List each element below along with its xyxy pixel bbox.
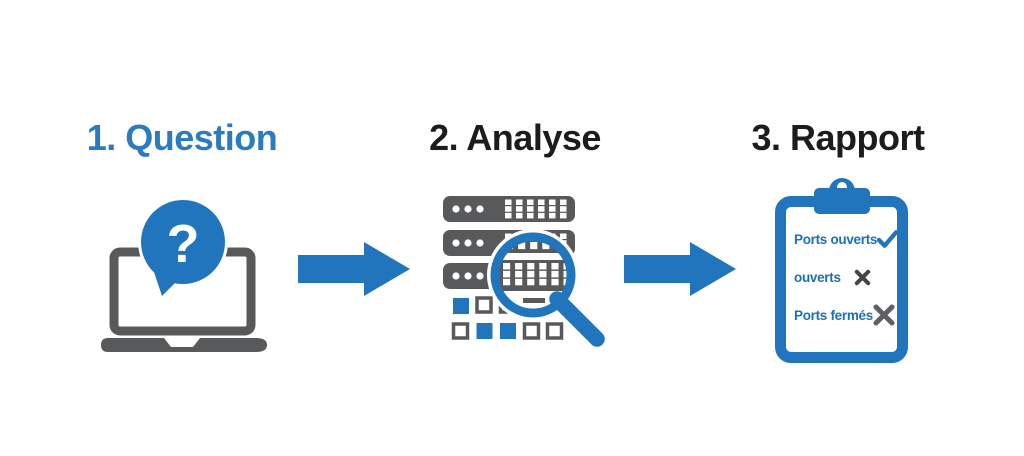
laptop-question-icon: ? bbox=[101, 197, 267, 352]
clipboard-checklist: Ports ouverts ouverts Ports fermés bbox=[786, 207, 899, 352]
cross-icon bbox=[873, 304, 895, 326]
cross-icon bbox=[854, 269, 871, 285]
arrow-right-icon-1 bbox=[298, 242, 410, 296]
checklist-item-label: Ports fermés bbox=[794, 307, 873, 323]
step-title-analyse: 2. Analyse bbox=[429, 117, 601, 158]
clipboard-report-icon: Ports ouverts ouverts Ports fermés bbox=[775, 178, 908, 363]
clipboard-clip-bar bbox=[813, 188, 870, 214]
checklist-item: ouverts bbox=[794, 258, 891, 296]
clipboard-clip-hole bbox=[836, 182, 847, 192]
question-mark-glyph: ? bbox=[167, 214, 200, 274]
checklist-item: Ports fermés bbox=[794, 296, 895, 334]
arrow-right-icon-2 bbox=[624, 242, 736, 296]
step-title-rapport: 3. Rapport bbox=[751, 117, 925, 158]
question-bubble: ? bbox=[141, 200, 225, 296]
server-leds bbox=[452, 205, 484, 280]
checklist-item-label: ouverts bbox=[794, 269, 841, 285]
checklist-item: Ports ouverts bbox=[794, 220, 899, 258]
magnifier-icon bbox=[487, 229, 611, 353]
step-title-question: 1. Question bbox=[86, 117, 278, 158]
checklist-item-label: Ports ouverts bbox=[794, 231, 878, 247]
laptop-base bbox=[101, 338, 267, 352]
check-icon bbox=[877, 230, 899, 248]
server-search-icon bbox=[443, 196, 611, 353]
